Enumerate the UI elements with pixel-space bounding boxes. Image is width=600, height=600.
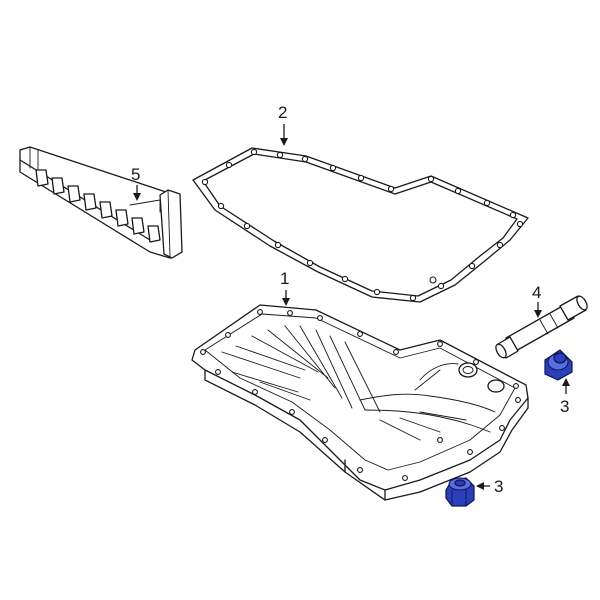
callout-4: 4 <box>532 283 542 318</box>
part-3-plug-upper[interactable] <box>544 349 573 381</box>
pan-ribs <box>221 325 467 441</box>
part-3-nut-lower[interactable] <box>445 477 475 507</box>
pan-bolt-holes <box>200 309 521 481</box>
svg-text:3: 3 <box>494 477 503 496</box>
svg-text:1: 1 <box>280 269 289 288</box>
svg-text:2: 2 <box>278 103 287 122</box>
part-2-gasket[interactable] <box>192 147 529 303</box>
part-5-bracket[interactable] <box>19 146 183 259</box>
callout-2: 2 <box>278 103 288 146</box>
callout-3-upper: 3 <box>560 378 570 416</box>
svg-text:3: 3 <box>560 397 569 416</box>
callout-5: 5 <box>131 165 141 201</box>
callout-1: 1 <box>280 269 290 306</box>
svg-text:5: 5 <box>131 165 140 184</box>
part-1-oil-pan[interactable] <box>191 304 529 501</box>
gasket-bolt-holes <box>201 148 524 302</box>
callout-3-lower: 3 <box>476 477 503 496</box>
svg-text:4: 4 <box>532 283 541 302</box>
part-4-tube[interactable] <box>494 295 589 360</box>
bracket-tabs <box>35 169 161 243</box>
